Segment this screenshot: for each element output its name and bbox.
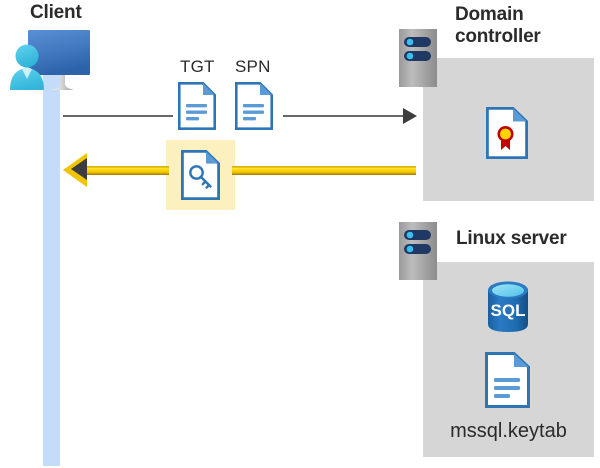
spn-document-icon — [235, 82, 273, 130]
spn-label: SPN — [235, 57, 271, 76]
linux-server-rack-icon — [399, 222, 437, 280]
sql-database-icon: SQL — [482, 280, 534, 334]
linux-server-title: Linux server — [456, 228, 567, 249]
tgt-label: TGT — [180, 57, 215, 76]
workstation-user-icon — [6, 24, 110, 96]
response-arrow-segment-left — [80, 166, 169, 175]
response-arrowhead-inner-icon — [71, 158, 87, 180]
keytab-document-icon — [485, 352, 530, 408]
client-lifeline — [43, 62, 60, 466]
request-arrowhead-icon — [403, 108, 417, 124]
domain-controller-title: Domain controller — [455, 4, 541, 48]
response-arrow-segment-right — [232, 166, 416, 175]
request-arrow-segment-left — [63, 115, 173, 117]
domain-controller-server-rack-icon — [399, 29, 437, 87]
key-document-icon — [181, 150, 220, 200]
sql-icon-text: SQL — [491, 301, 526, 320]
tgt-document-icon — [178, 82, 216, 130]
keytab-filename-label: mssql.keytab — [450, 420, 567, 442]
certificate-document-icon — [486, 107, 528, 159]
client-title: Client — [30, 2, 82, 23]
request-arrow-segment-right — [283, 115, 407, 117]
